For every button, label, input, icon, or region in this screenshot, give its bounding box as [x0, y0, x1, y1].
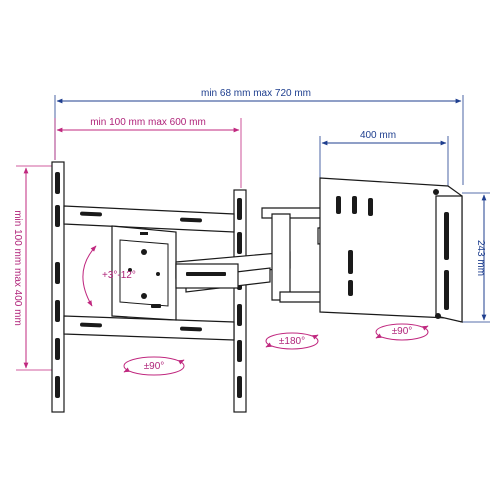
- tv-swivel-motion: ±90°: [123, 356, 185, 376]
- wall-plate: [319, 177, 463, 323]
- wall-plate-width-label: 400 mm: [360, 130, 396, 141]
- wall-swivel-label: ±90°: [392, 326, 413, 337]
- arm-swivel-motion: ±180°: [265, 332, 319, 350]
- tv-horizontal-bars: [63, 205, 235, 341]
- wall-plate-width-dimension: 400 mm: [319, 130, 449, 192]
- tv-right-rail: [233, 189, 247, 413]
- wall-plate-height-dimension: 243 mm: [462, 192, 490, 323]
- tilt-motion: +3°-12°: [82, 245, 136, 307]
- total-extension-dimension: min 68 mm max 720 mm: [54, 88, 464, 185]
- tv-swivel-label: ±90°: [144, 361, 165, 372]
- horizontal-vesa-label: min 100 mm max 600 mm: [90, 117, 206, 128]
- tilt-label: +3°-12°: [102, 270, 136, 281]
- vertical-vesa-dimension: min 100 mm max 400 mm: [12, 165, 58, 371]
- vertical-vesa-label: min 100 mm max 400 mm: [12, 210, 23, 326]
- wall-swivel-motion: ±90°: [375, 323, 429, 341]
- total-extension-label: min 68 mm max 720 mm: [201, 88, 311, 99]
- tilt-plate: [111, 225, 177, 321]
- wall-plate-height-label: 243 mm: [475, 240, 486, 276]
- tv-left-rail: [51, 161, 65, 413]
- arm-swivel-label: ±180°: [279, 336, 305, 347]
- horizontal-vesa-dimension: min 100 mm max 600 mm: [54, 117, 242, 188]
